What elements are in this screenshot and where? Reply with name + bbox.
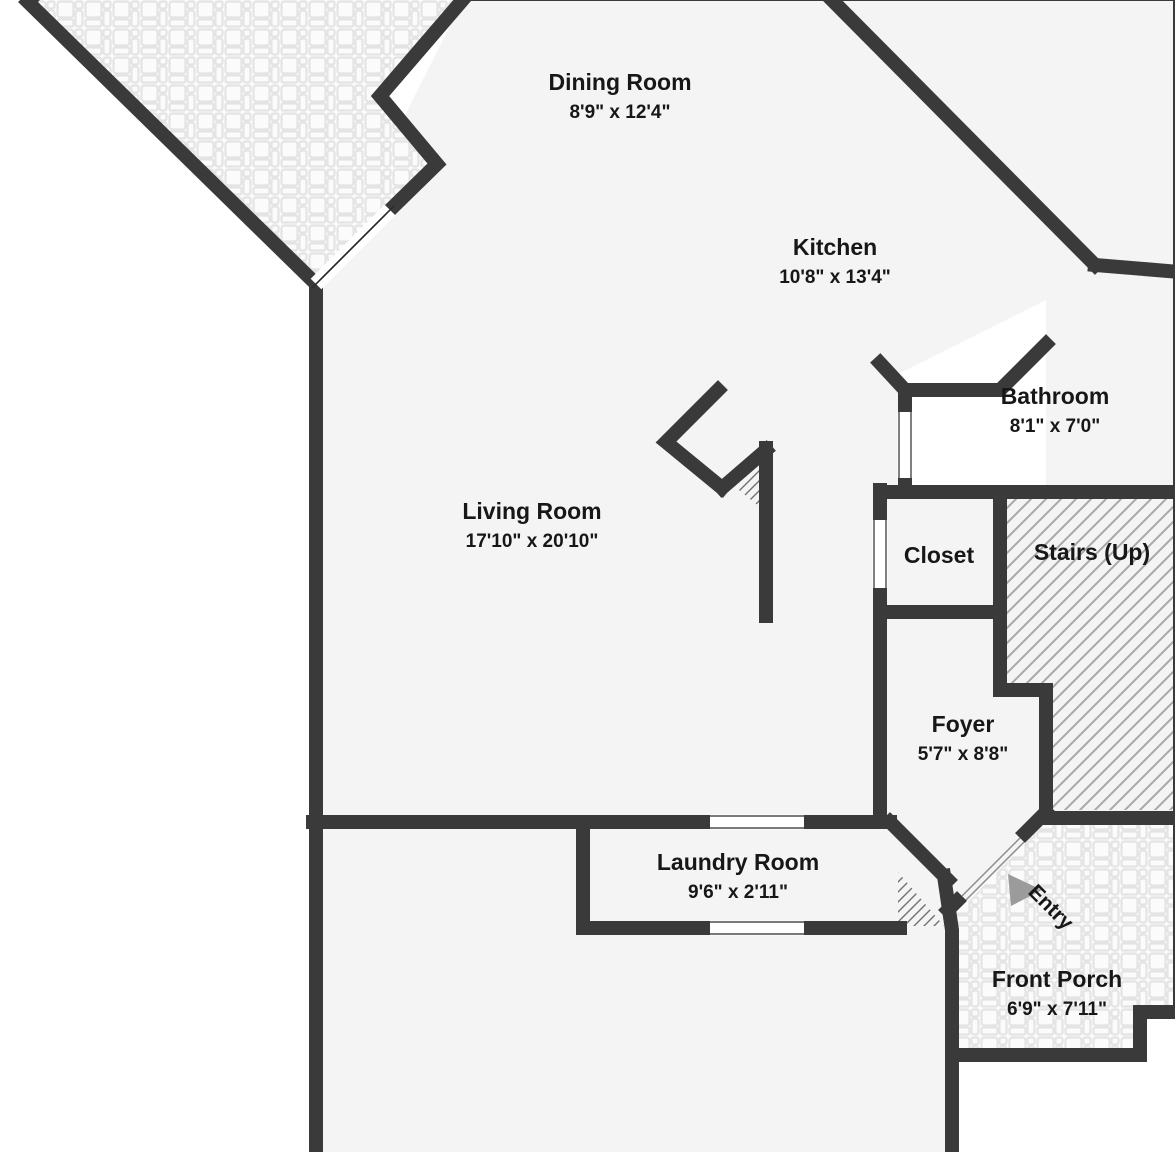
- patio-sliding-door: [310, 204, 396, 290]
- porch-bottom-step: [945, 1005, 1175, 1062]
- upper-floor-fill: [320, 0, 1175, 820]
- stairs-up-name: Stairs (Up): [1034, 539, 1150, 565]
- closet-name: Closet: [904, 542, 975, 568]
- patio-wall-notch: [370, 0, 472, 220]
- patio-wall-nw: [18, 0, 326, 294]
- front-entry-door: [956, 832, 1026, 902]
- front-porch-name: Front Porch: [992, 966, 1122, 992]
- floor-fills: [313, 0, 1175, 1152]
- triangle-arrow-icon: [1008, 874, 1042, 906]
- stairs-hatch-area: [1000, 498, 1175, 810]
- bathroom-name: Bathroom: [1001, 383, 1110, 409]
- living-room-stair-hatch: [724, 456, 766, 512]
- dining-room-dimensions: 8'9" x 12'4": [569, 102, 670, 123]
- laundry-bottom-door-opening: [710, 920, 804, 936]
- exterior-wall-ne-diagonal: [822, 0, 1105, 275]
- room-label-foyer: Foyer 5'7" x 8'8": [918, 711, 1008, 765]
- laundry-room-fill: [585, 822, 948, 930]
- rear-patio-tile-area: [28, 0, 461, 284]
- room-label-closet: Closet: [904, 542, 975, 568]
- laundry-room-name: Laundry Room: [657, 849, 819, 875]
- foyer-entry-diagonal-stub-upper: [1010, 802, 1056, 848]
- foyer-step-wall: [993, 605, 1053, 819]
- room-label-dining-room: Dining Room 8'9" x 12'4": [548, 69, 691, 123]
- room-label-living-room: Living Room 17'10" x 20'10": [462, 498, 601, 552]
- kitchen-name: Kitchen: [793, 234, 877, 260]
- room-label-kitchen: Kitchen 10'8" x 13'4": [779, 234, 891, 288]
- living-room-name: Living Room: [462, 498, 601, 524]
- foyer-dimensions: 5'7" x 8'8": [918, 744, 1008, 765]
- walls: [18, 0, 1175, 1152]
- living-room-partition-upper: [655, 380, 732, 498]
- bathroom-wall-diagonal-left: [870, 334, 1056, 397]
- room-label-bathroom: Bathroom 8'1" x 7'0": [1001, 383, 1110, 437]
- bathroom-dimensions: 8'1" x 7'0": [1010, 416, 1100, 437]
- doors-and-openings: [310, 204, 1026, 936]
- laundry-top-door-opening: [710, 814, 804, 830]
- closet-fill: [880, 498, 998, 608]
- laundry-corner-wall: [936, 868, 959, 1152]
- room-label-laundry-room: Laundry Room 9'6" x 2'11": [657, 849, 819, 903]
- living-room-partition-lower: [712, 440, 776, 498]
- room-label-stairs-up: Stairs (Up): [1034, 539, 1150, 565]
- foyer-name: Foyer: [932, 711, 995, 737]
- room-label-front-porch: Front Porch 6'9" x 7'11": [992, 966, 1122, 1020]
- kitchen-bath-diagonal-wall: [1087, 257, 1175, 279]
- right-floor-fill: [1046, 270, 1175, 500]
- laundry-room-dimensions: 9'6" x 2'11": [688, 882, 788, 903]
- living-room-dimensions: 17'10" x 20'10": [466, 531, 599, 552]
- bathroom-door-opening: [897, 412, 913, 478]
- closet-door-opening: [872, 520, 888, 588]
- dining-room-name: Dining Room: [548, 69, 691, 95]
- kitchen-dimensions: 10'8" x 13'4": [779, 267, 891, 288]
- front-porch-dimensions: 6'9" x 7'11": [1007, 999, 1107, 1020]
- laundry-corner-hatch: [898, 872, 944, 926]
